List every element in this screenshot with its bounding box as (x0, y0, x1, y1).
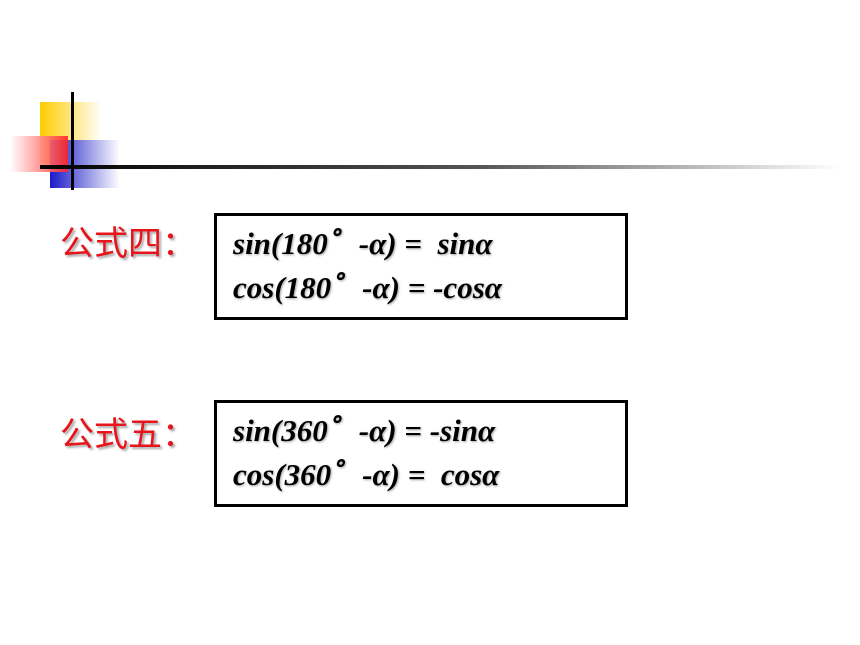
formula-5-line-1: sin(360゜-α) = -sinα (233, 413, 496, 448)
formula-5-line-2: cos(360゜-α) = cosα (233, 457, 500, 492)
formula-5-label: 公式五： (60, 415, 196, 455)
formula-4-line-2: cos(180゜-α) = -cosα (233, 270, 502, 305)
formula-5-box: sin(360゜-α) = -sinα cos(360゜-α) = cosα (214, 400, 628, 507)
formula-4-line-1: sin(180゜-α) = sinα (233, 226, 493, 261)
formula-4-label: 公式四： (60, 224, 196, 264)
title-decoration (10, 92, 840, 190)
formula-4-box: sin(180゜-α) = sinα cos(180゜-α) = -cosα (214, 213, 628, 320)
deco-vertical-line (71, 92, 74, 190)
deco-horizontal-line (40, 165, 840, 169)
